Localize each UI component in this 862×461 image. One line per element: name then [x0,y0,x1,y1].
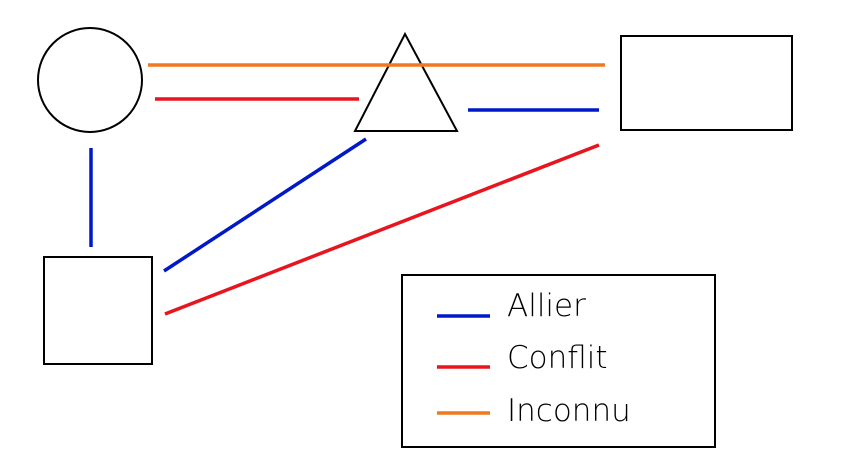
legend-label-conflict: Conflit [507,340,608,376]
square-node [43,256,153,365]
legend-label-unknown: Inconnu [507,393,631,429]
rectangle-node [620,35,793,131]
circle-node [37,27,143,133]
triangle-node [353,31,459,132]
relation-conflict-square-rectangle [164,143,600,316]
relation-ally-square-triangle [163,137,367,273]
legend-box [401,274,716,448]
legend-label-ally: Allier [507,288,586,324]
